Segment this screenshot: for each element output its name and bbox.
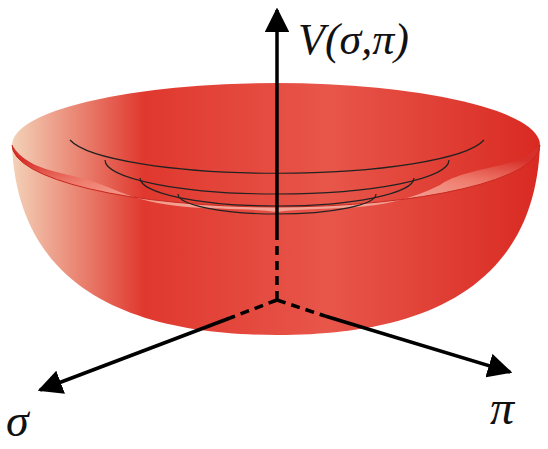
axes bbox=[40, 10, 510, 390]
axis-label-sigma: σ bbox=[6, 398, 29, 444]
axis-label-pi: π bbox=[490, 384, 514, 432]
axis-label-potential: V(σ,π) bbox=[298, 18, 409, 62]
